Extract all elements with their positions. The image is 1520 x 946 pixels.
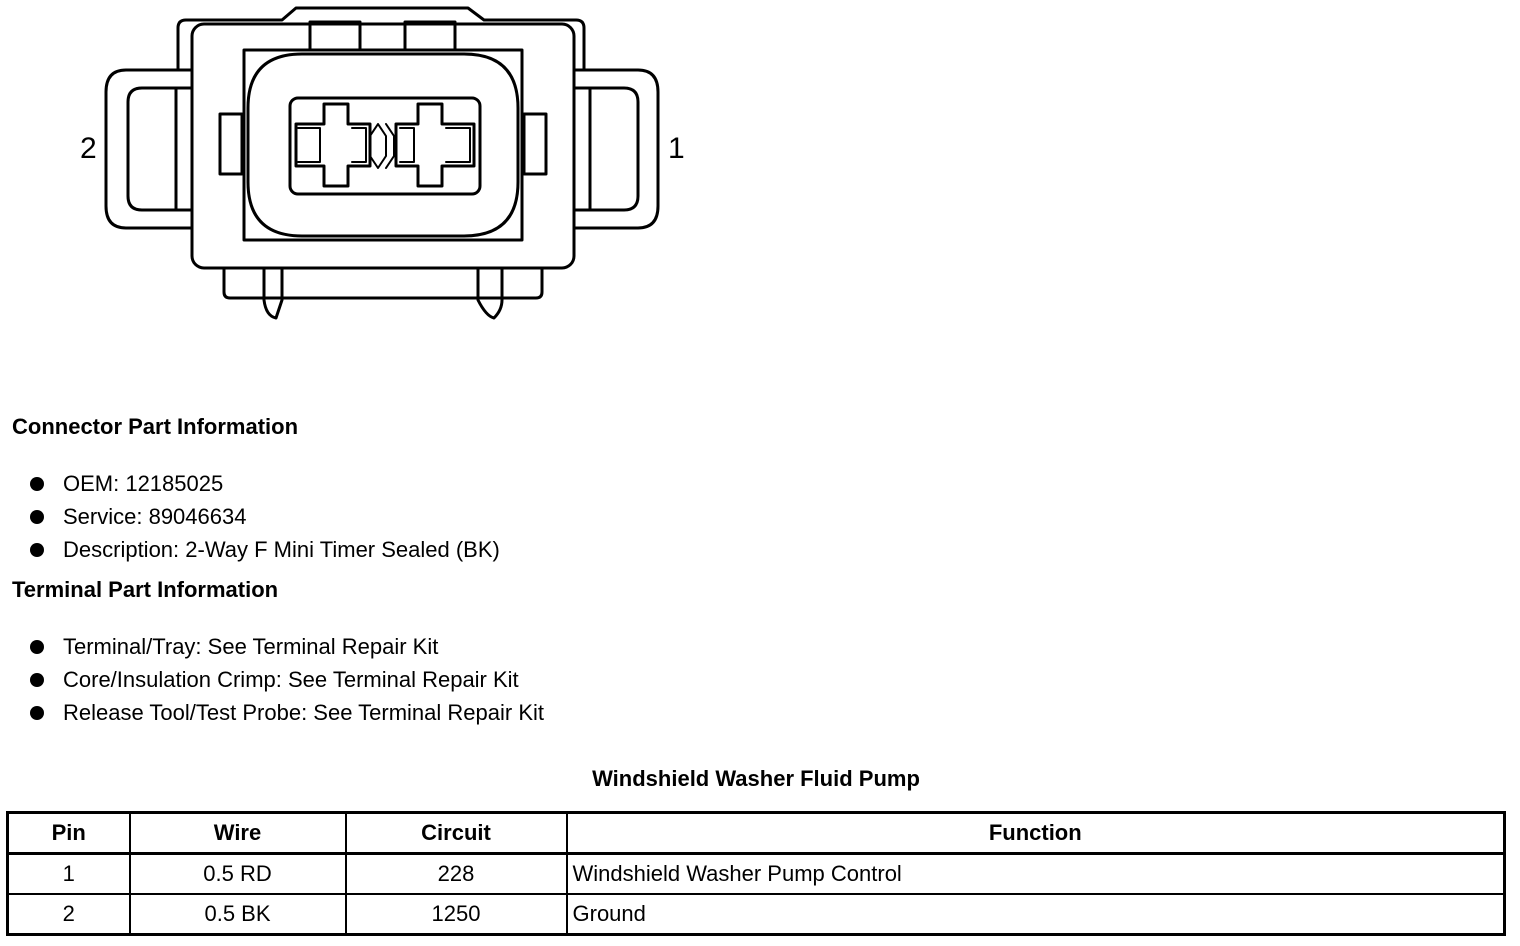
bottom-skirt (222, 266, 544, 300)
list-item-text: OEM: 12185025 (63, 471, 224, 496)
connector-body (190, 22, 576, 270)
table-header-row: Pin Wire Circuit Function (6, 811, 1506, 855)
pin-label-2: 2 (80, 132, 97, 165)
list-item-text: Release Tool/Test Probe: See Terminal Re… (63, 700, 544, 725)
column-header-pin: Pin (6, 811, 131, 855)
cell-function: Ground (565, 893, 1506, 936)
table-title: Windshield Washer Fluid Pump (592, 766, 920, 791)
cell-wire: 0.5 RD (128, 852, 347, 895)
right-latch-inner (572, 86, 640, 212)
bullet-icon (30, 509, 44, 524)
table-row: 2 0.5 BK 1250 Ground (6, 893, 1506, 936)
list-item: Core/Insulation Crimp: See Terminal Repa… (28, 663, 544, 696)
column-header-wire: Wire (128, 811, 347, 855)
cell-pin: 2 (6, 893, 131, 936)
bullet-icon (30, 705, 44, 720)
inner-frame (242, 48, 524, 242)
bullet-icon (30, 476, 44, 491)
left-latch-inner (126, 86, 194, 212)
list-item: Description: 2-Way F Mini Timer Sealed (… (28, 533, 500, 566)
list-item-text: Service: 89046634 (63, 504, 247, 529)
list-item-text: Core/Insulation Crimp: See Terminal Repa… (63, 667, 519, 692)
cell-wire: 0.5 BK (128, 893, 347, 936)
pin-label-1: 1 (668, 132, 685, 165)
cell-function: Windshield Washer Pump Control (565, 852, 1506, 895)
bullet-icon (30, 672, 44, 687)
top-tab-right (403, 20, 457, 52)
terminal-cavity-1 (394, 102, 476, 188)
center-divider (369, 123, 387, 169)
pinout-table: Pin Wire Circuit Function 1 0.5 RD 228 W… (6, 811, 1506, 936)
seal-face (246, 52, 520, 238)
list-item: Terminal/Tray: See Terminal Repair Kit (28, 630, 544, 663)
cell-circuit: 228 (344, 852, 568, 895)
right-latch (572, 68, 660, 230)
bullet-icon (30, 639, 44, 654)
terminal-cavity-2 (294, 102, 372, 188)
terminal-info-list: Terminal/Tray: See Terminal Repair Kit C… (28, 630, 544, 729)
list-item: OEM: 12185025 (28, 467, 500, 500)
list-item-text: Description: 2-Way F Mini Timer Sealed (… (63, 537, 500, 562)
left-latch (104, 68, 194, 230)
top-shell (176, 6, 586, 72)
table-row: 1 0.5 RD 228 Windshield Washer Pump Cont… (6, 852, 1506, 895)
list-item: Service: 89046634 (28, 500, 500, 533)
terminal-info-heading: Terminal Part Information (12, 577, 279, 602)
left-rib (218, 112, 244, 176)
connector-info-list: OEM: 12185025 Service: 89046634 Descript… (28, 467, 500, 566)
right-rib (522, 112, 548, 176)
cell-circuit: 1250 (344, 893, 568, 936)
connector-diagram: 2 1 (80, 6, 685, 320)
column-header-circuit: Circuit (344, 811, 568, 855)
column-header-function: Function (565, 811, 1506, 855)
connector-info-heading: Connector Part Information (12, 414, 299, 439)
top-tab-left (308, 20, 362, 52)
list-item: Release Tool/Test Probe: See Terminal Re… (28, 696, 544, 729)
terminal-cavity-block (288, 96, 482, 196)
cell-pin: 1 (6, 852, 131, 895)
bullet-icon (30, 542, 44, 557)
list-item-text: Terminal/Tray: See Terminal Repair Kit (63, 634, 439, 659)
